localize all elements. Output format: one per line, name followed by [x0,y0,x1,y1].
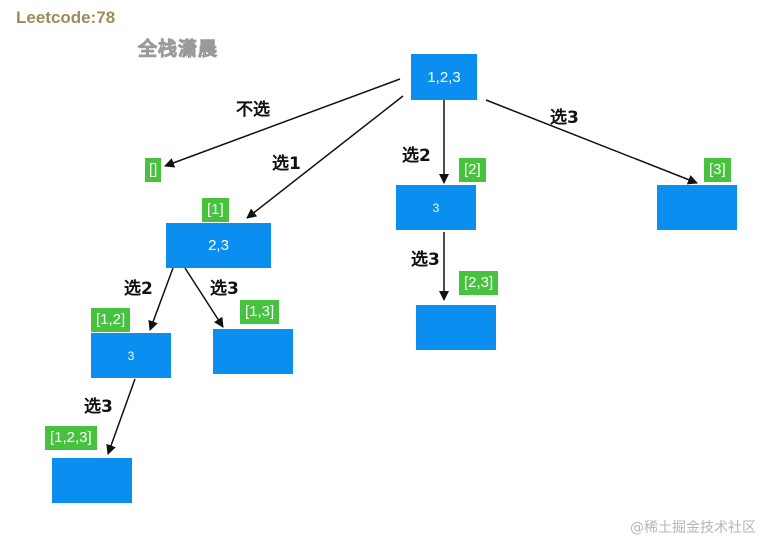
subset-tag-empty: [] [145,158,162,182]
edge-label-pick2-root: 选2 [402,146,431,166]
subset-tag-2-3: [2,3] [459,271,499,295]
subset-tag-1: [1] [202,198,229,222]
node-2-3 [416,305,496,350]
subset-tag-3: [3] [704,158,731,182]
edge-label-pick3-root: 选3 [550,108,579,128]
subset-tag-2: [2] [459,158,486,182]
subset-tag-1-2-3: [1,2,3] [45,426,97,450]
node-1-3 [213,329,293,374]
edge-label-pick1: 选1 [272,154,301,174]
node-2: 3 [396,185,476,230]
node-1-2: 3 [91,333,171,378]
edge-pick3-root [485,99,698,185]
footer-watermark: @稀土掘金技术社区 [630,520,756,536]
edge-pick3-n1 [184,267,224,328]
subset-tag-1-3: [1,3] [240,300,280,324]
node-3 [657,185,737,230]
edge-label-skip: 不选 [236,100,270,120]
edge-pick3-n12 [106,378,136,455]
node-1: 2,3 [166,223,271,268]
node-root: 1,2,3 [411,54,477,100]
edge-label-pick3-n12: 选3 [84,397,113,417]
node-1-2-3 [52,458,132,503]
edge-pick2-n1 [148,267,174,331]
edge-label-pick2-n1: 选2 [124,279,153,299]
watermark: 全栈潇晨 [138,38,219,61]
subset-tag-1-2: [1,2] [91,308,131,332]
edge-skip [164,78,401,168]
page-title: Leetcode:78 [16,8,116,27]
edge-label-pick3-n2: 选3 [411,250,440,270]
edge-label-pick3-n1: 选3 [210,279,239,299]
edge-pick1 [246,95,404,219]
